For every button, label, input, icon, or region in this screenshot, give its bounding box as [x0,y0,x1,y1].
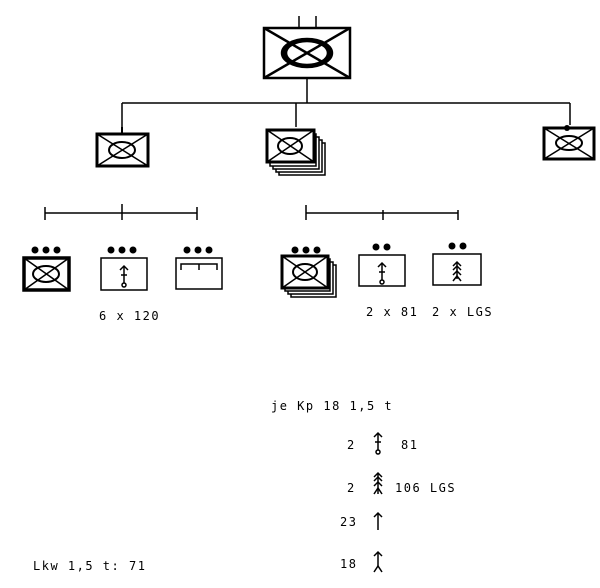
mortar-row-count: 2 [347,438,356,452]
connector-lines [44,16,571,220]
recoilless-rifle-icon [452,260,462,282]
platoon-recoilless-rifle [432,242,482,286]
platoon-infantry [22,246,71,292]
mortar-legend-icon [373,431,383,455]
company-unit-right [542,125,596,161]
platoon-infantry-stacked [280,246,337,298]
mortar-row-label: 81 [401,438,419,452]
mortar-icon [119,264,129,288]
arrow-row-count: 23 [340,515,358,529]
platoon-mortar [100,246,148,291]
platoon-mortar-81 [358,243,406,287]
inverted-y-arrow-icon [373,550,383,573]
battalion-unit-symbol [264,28,350,78]
rifle-row-label: 106 LGS [395,481,457,495]
mortar-icon [377,261,387,285]
machine-gun-icon [180,263,218,270]
rifle-count-label: 2 x LGS [432,305,494,319]
inverted-row-count: 18 [340,557,358,571]
truck-total-label: Lkw 1,5 t: 71 [33,559,147,573]
company-unit-left [95,127,150,168]
per-company-label: je Kp 18 1,5 t [271,399,394,413]
mortar-count-label: 2 x 81 [366,305,419,319]
mg-count-label: 6 x 120 [99,309,161,323]
company-unit-middle-stacked [265,128,326,176]
arrow-up-icon [373,511,383,530]
recoilless-legend-icon [373,471,383,495]
rifle-row-count: 2 [347,481,356,495]
platoon-machine-gun [175,246,223,290]
